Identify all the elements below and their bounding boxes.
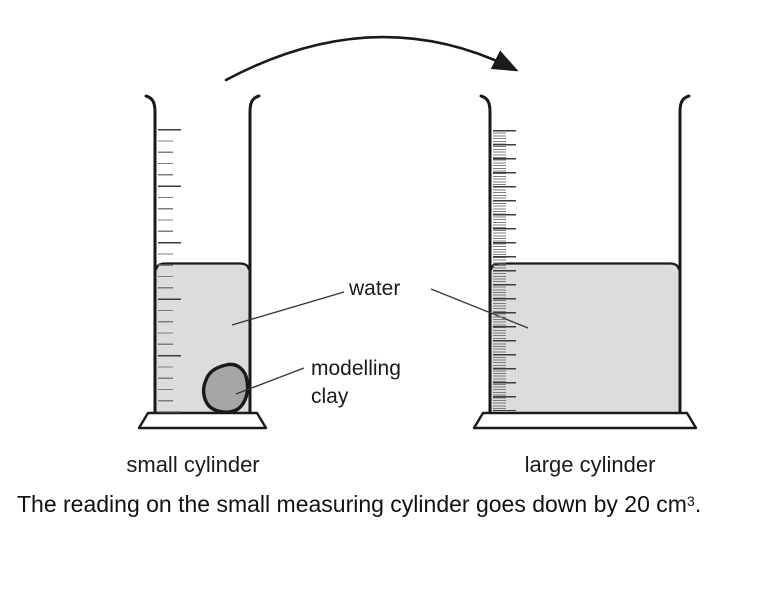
large-cylinder-caption: large cylinder (524, 452, 656, 477)
large-cylinder-water-line (489, 262, 681, 271)
large-cylinder-water-fill (491, 264, 679, 413)
reading-sentence-period: . (694, 491, 702, 517)
small-cylinder-left-wall (144, 94, 157, 415)
modelling-clay-blob (201, 362, 250, 414)
small-cylinder-right-wall (248, 94, 261, 415)
water-leader-line-left (231, 291, 345, 326)
small-cylinder-base (137, 411, 268, 430)
pour-arrow-icon (224, 35, 519, 82)
modelling-clay-leader-line (235, 367, 305, 395)
modelling-clay-label: modelling clay (311, 355, 401, 411)
small-cylinder (137, 94, 268, 430)
large-cylinder-right-wall (678, 94, 691, 415)
small-cylinder-caption: small cylinder (126, 452, 260, 477)
modelling-clay-label-line1: modelling (311, 357, 401, 380)
small-cylinder-water-line (154, 262, 251, 271)
reading-sentence-superscript: 3 (686, 493, 695, 510)
large-cylinder-base (472, 411, 698, 430)
large-cylinder-left-wall (479, 94, 492, 415)
reading-sentence: The reading on the small measuring cylin… (17, 491, 701, 518)
large-cylinder (472, 94, 698, 430)
modelling-clay-label-line2: clay (311, 385, 349, 408)
water-label: water (349, 277, 401, 300)
reading-sentence-text: The reading on the small measuring cylin… (17, 491, 687, 517)
